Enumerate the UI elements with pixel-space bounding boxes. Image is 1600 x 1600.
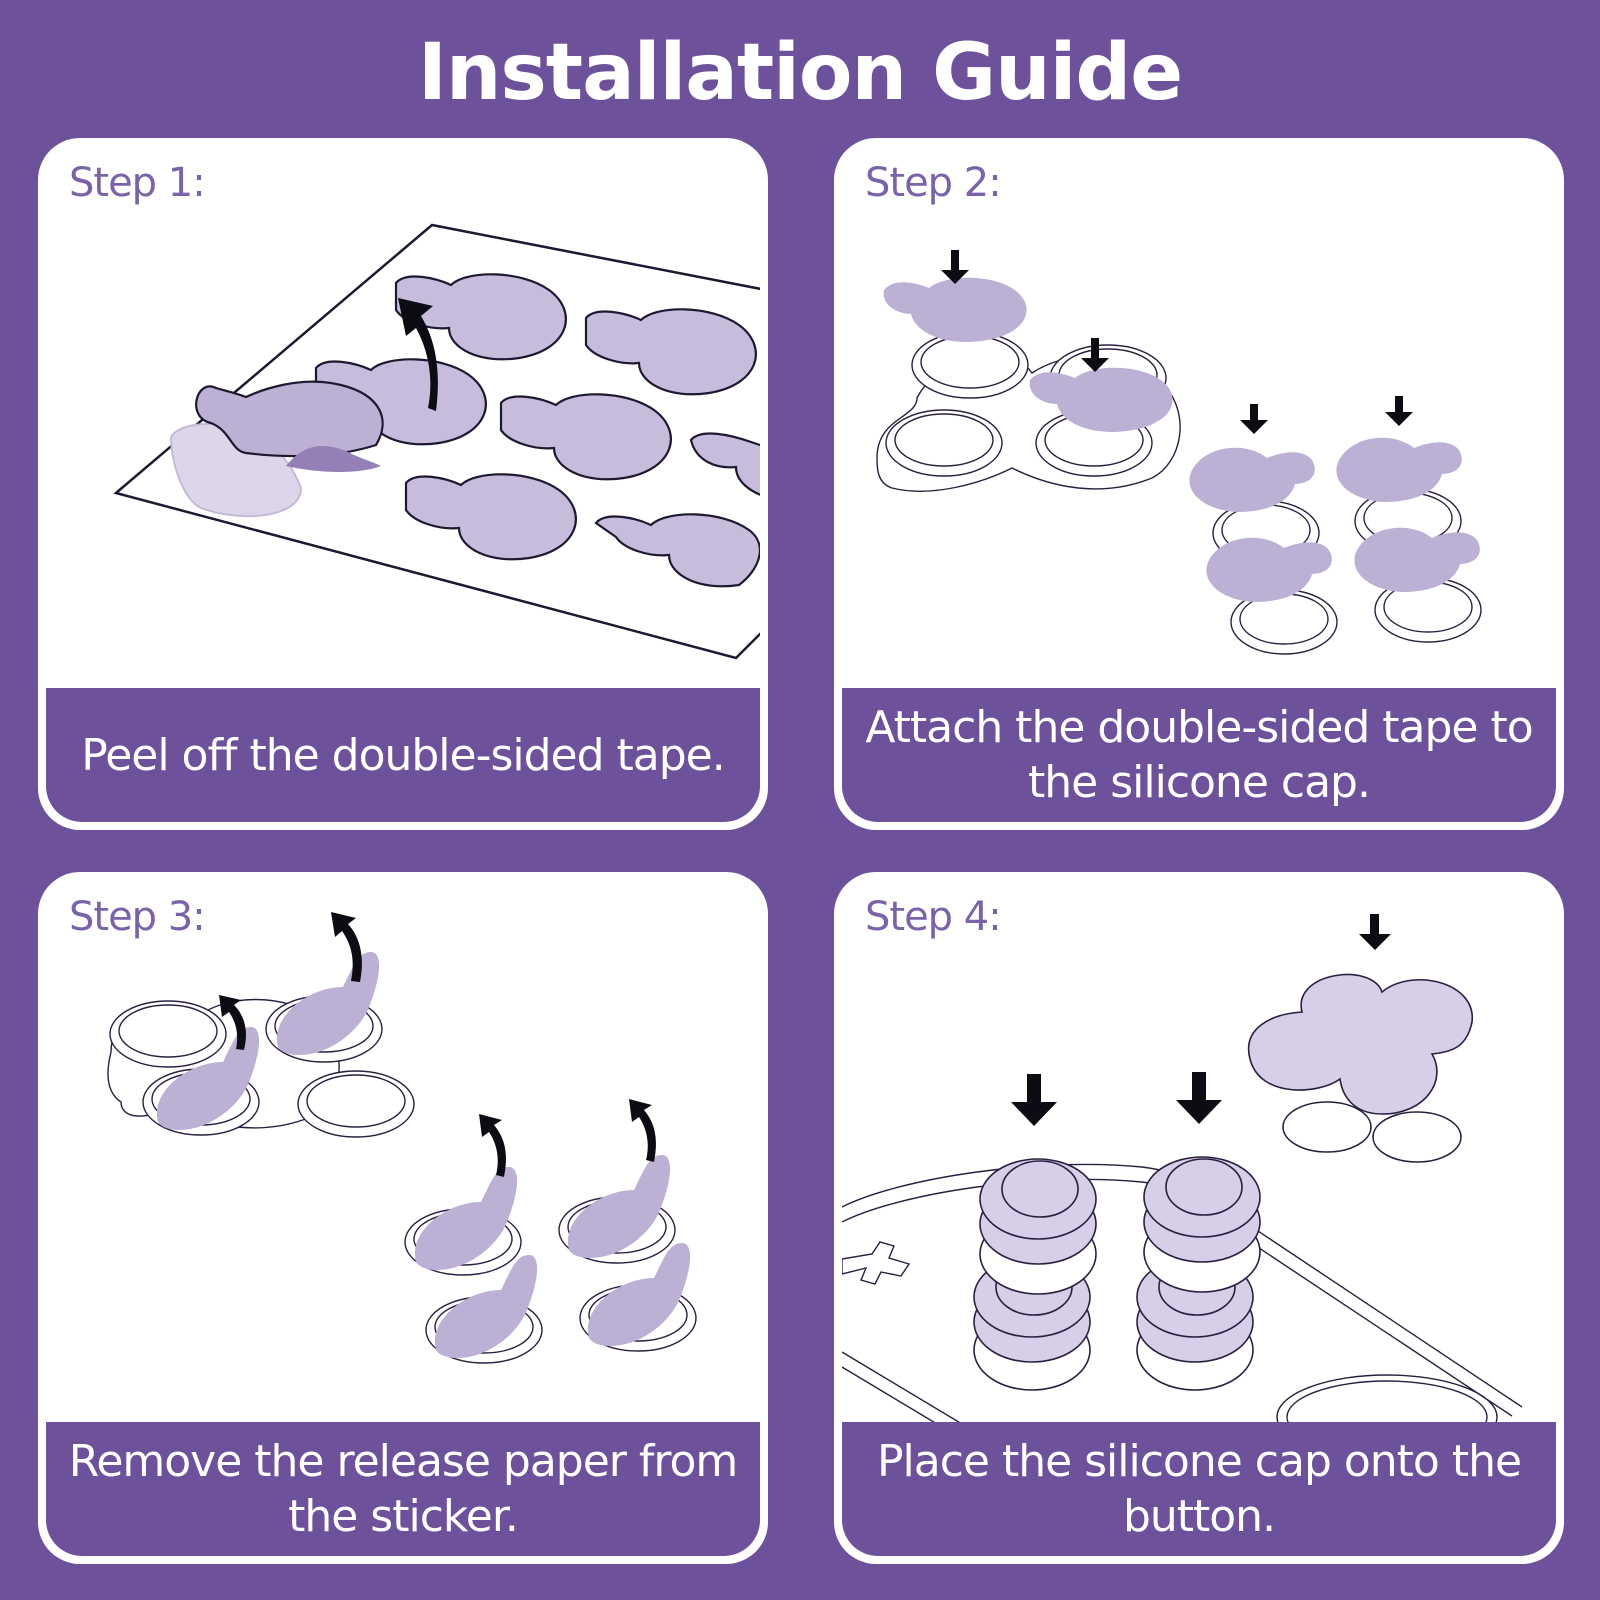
down-arrow-icons bbox=[941, 250, 1413, 434]
cap-cluster bbox=[107, 995, 415, 1138]
caps-onto-buttons-illustration bbox=[842, 914, 1523, 1424]
step-1-card: Step 1: Peel off the double-sided tape. bbox=[38, 138, 768, 830]
step-label: Step 2: bbox=[865, 160, 1002, 206]
remove-release-paper-illustration bbox=[107, 912, 697, 1364]
peel-arrow-icon bbox=[398, 298, 438, 411]
peel-arrow-icons bbox=[219, 912, 656, 1177]
step-caption: Attach the double-sided tape to the sili… bbox=[842, 688, 1556, 822]
step-caption: Place the silicone cap onto the button. bbox=[842, 1422, 1556, 1556]
step-label: Step 3: bbox=[69, 894, 206, 940]
release-papers bbox=[156, 952, 691, 1358]
step-2-card: Step 2: Attach the double-sided tape to … bbox=[834, 138, 1564, 830]
down-arrow-icons bbox=[1011, 914, 1391, 1126]
clover-cap bbox=[1247, 973, 1473, 1163]
peeled-sticker bbox=[169, 380, 384, 518]
step-4-card: Step 4: Place the silicone cap onto the … bbox=[834, 872, 1564, 1564]
sticker-sheet-items bbox=[314, 273, 760, 588]
tape-onto-caps-illustration bbox=[876, 250, 1482, 655]
page-title: Installation Guide bbox=[417, 28, 1183, 118]
button-caps bbox=[973, 1156, 1261, 1391]
step-label: Step 4: bbox=[865, 894, 1002, 940]
step-caption: Remove the release paper from the sticke… bbox=[46, 1422, 760, 1556]
sticker-sheet-illustration bbox=[113, 223, 760, 660]
tape-pieces bbox=[883, 277, 1480, 602]
step-3-card: Step 3: Remove the release paper from th… bbox=[38, 872, 768, 1564]
step-caption: Peel off the double-sided tape. bbox=[46, 688, 760, 822]
step-label: Step 1: bbox=[69, 160, 206, 206]
